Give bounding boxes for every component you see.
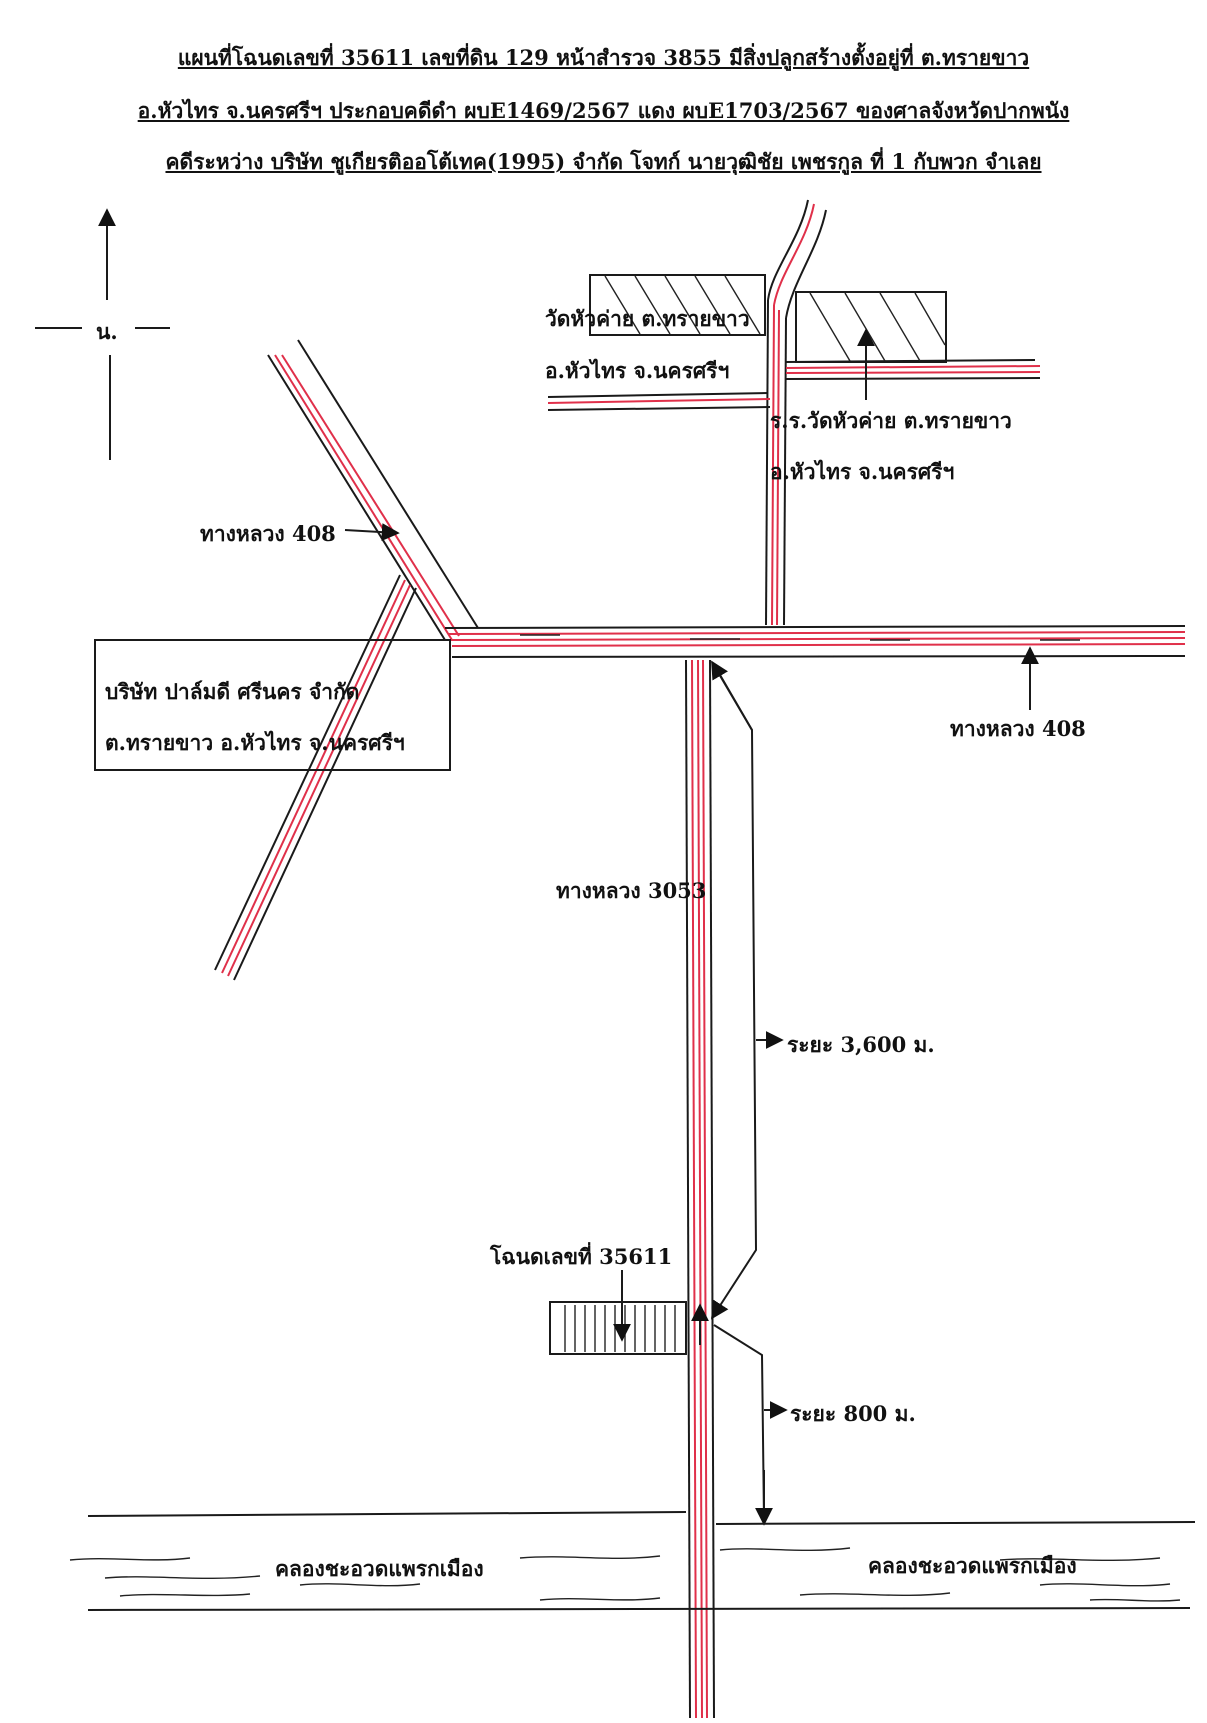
branch-road-lower-left [214,574,417,981]
canal-label-left: คลองชะอวดแพรกเมือง [275,1556,484,1581]
highway-3053-road [685,659,715,1719]
distance-800m-label: ระยะ 800 ม. [790,1401,916,1426]
highway-408-diagonal-road [267,339,479,641]
school-compound [795,291,947,400]
company-label-line-1: บริษัท ปาล์มดี ศรีนคร จำกัด [105,679,360,704]
distance-3600m-label: ระยะ 3,600 ม. [787,1032,935,1057]
highway-408-label-left: ทางหลวง 408 [200,521,336,546]
map-title-line-1: แผนที่โฉนดเลขที่ 35611 เลขที่ดิน 129 หน้… [177,45,1030,70]
school-label-line-1: ร.ร.วัดหัวค่าย ต.ทรายขาว [770,408,1012,433]
north-compass-icon [35,208,170,460]
temple-compound [589,274,766,336]
school-label-line-2: อ.หัวไทร จ.นครศรีฯ [770,459,955,484]
company-label-box [94,639,451,771]
distance-800m-marker [713,1324,788,1526]
highway-408-horizontal-road [444,625,1186,658]
map-title-line-2: อ.หัวไทร จ.นครศรีฯ ประกอบคดีดำ ผบE1469/2… [137,98,1070,123]
highway-408-label-right: ทางหลวง 408 [950,716,1086,741]
temple-label-line-2: อ.หัวไทร จ.นครศรีฯ [545,358,730,383]
north-label: น. [96,319,118,344]
temple-label-line-1: วัดหัวค่าย ต.ทรายขาว [545,306,750,331]
highway-3053-label: ทางหลวง 3053 [556,878,707,903]
canal-label-right: คลองชะอวดแพรกเมือง [868,1553,1077,1578]
company-label-line-2: ต.ทรายขาว อ.หัวไทร จ.นครศรีฯ [105,730,405,755]
label-arrows [344,523,1039,710]
deed-number-label: โฉนดเลขที่ 35611 [490,1244,673,1269]
distance-3600m-marker [711,660,784,1320]
deed-35611-parcel [549,1270,709,1355]
road-north-to-temple [765,199,827,626]
map-title-line-3: คดีระหว่าง บริษัท ชูเกียรติออโต้เทค(1995… [165,149,1042,174]
chawuat-phraek-mueang-canal [69,1511,1196,1611]
